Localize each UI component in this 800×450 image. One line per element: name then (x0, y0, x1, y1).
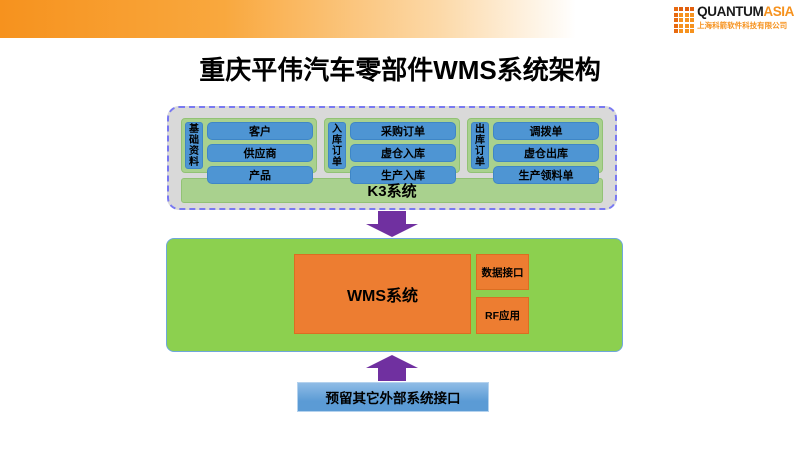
item-supplier: 供应商 (207, 144, 313, 162)
logo-dot (679, 12, 684, 17)
logo-dot (690, 23, 695, 28)
logo-dot (690, 7, 695, 11)
wms-platform-container: WMS系统 数据接口 RF应用 (166, 238, 623, 352)
logo-text: QUANTUMASIA 上海科箭软件科技有限公司 (697, 5, 794, 29)
logo-dot (690, 29, 695, 33)
k3-system-container: 基础资料 客户 供应商 产品 入库订单 采购订单 虚仓入库 生产入库 出库订单 (167, 106, 617, 210)
company-logo: QUANTUMASIA 上海科箭软件科技有限公司 (673, 5, 794, 33)
group-basic-data-label: 基础资料 (185, 122, 203, 169)
page-title: 重庆平伟汽车零部件WMS系统架构 (199, 55, 601, 85)
arrow-down-head (366, 224, 418, 237)
item-transfer-order: 调拨单 (493, 122, 599, 140)
data-interface-box: 数据接口 (476, 254, 529, 290)
group-outbound-orders: 出库订单 调拨单 虚仓出库 生产领料单 (467, 118, 603, 184)
arrow-down-shaft (378, 211, 406, 224)
arrow-down-icon (366, 211, 418, 237)
logo-dot (690, 12, 695, 17)
logo-dot (684, 18, 689, 22)
arrow-up-icon (366, 355, 418, 381)
group-basic-data-items: 客户 供应商 产品 (207, 122, 313, 184)
logo-dot (690, 18, 695, 22)
logo-dot (673, 7, 678, 11)
top-gradient-bar (0, 0, 800, 38)
group-inbound-orders-items: 采购订单 虚仓入库 生产入库 (350, 122, 456, 184)
group-basic-data: 基础资料 客户 供应商 产品 (181, 118, 317, 184)
logo-dot (684, 29, 689, 33)
logo-brand: QUANTUMASIA (697, 5, 794, 19)
logo-dot (684, 7, 689, 11)
item-production-picking: 生产领料单 (493, 166, 599, 184)
group-outbound-orders-items: 调拨单 虚仓出库 生产领料单 (493, 122, 599, 184)
item-product: 产品 (207, 166, 313, 184)
item-production-inbound: 生产入库 (350, 166, 456, 184)
logo-dot (679, 7, 684, 11)
wms-system-box: WMS系统 (294, 254, 471, 334)
external-systems-box: 预留其它外部系统接口 (297, 382, 489, 412)
arrow-up-head (366, 355, 418, 368)
group-inbound-orders: 入库订单 采购订单 虚仓入库 生产入库 (324, 118, 460, 184)
logo-company-name: 上海科箭软件科技有限公司 (697, 20, 788, 30)
item-customer: 客户 (207, 122, 313, 140)
logo-dot (673, 23, 678, 28)
item-virtual-outbound: 虚仓出库 (493, 144, 599, 162)
item-purchase-order: 采购订单 (350, 122, 456, 140)
logo-dot (684, 12, 689, 17)
rf-application-box: RF应用 (476, 297, 529, 334)
group-outbound-orders-label: 出库订单 (471, 122, 489, 169)
k3-groups-row: 基础资料 客户 供应商 产品 入库订单 采购订单 虚仓入库 生产入库 出库订单 (181, 118, 603, 184)
logo-brand-primary: QUANTUM (697, 4, 764, 19)
item-virtual-inbound: 虚仓入库 (350, 144, 456, 162)
arrow-up-shaft (378, 368, 406, 381)
logo-dot (673, 29, 678, 33)
logo-brand-accent: ASIA (763, 4, 794, 19)
group-inbound-orders-label: 入库订单 (328, 122, 346, 169)
logo-dot (673, 12, 678, 17)
logo-dot (679, 23, 684, 28)
logo-dot (679, 18, 684, 22)
logo-dots-icon (673, 7, 695, 33)
logo-dot (673, 18, 678, 22)
logo-dot (684, 23, 689, 28)
logo-dot (679, 29, 684, 33)
